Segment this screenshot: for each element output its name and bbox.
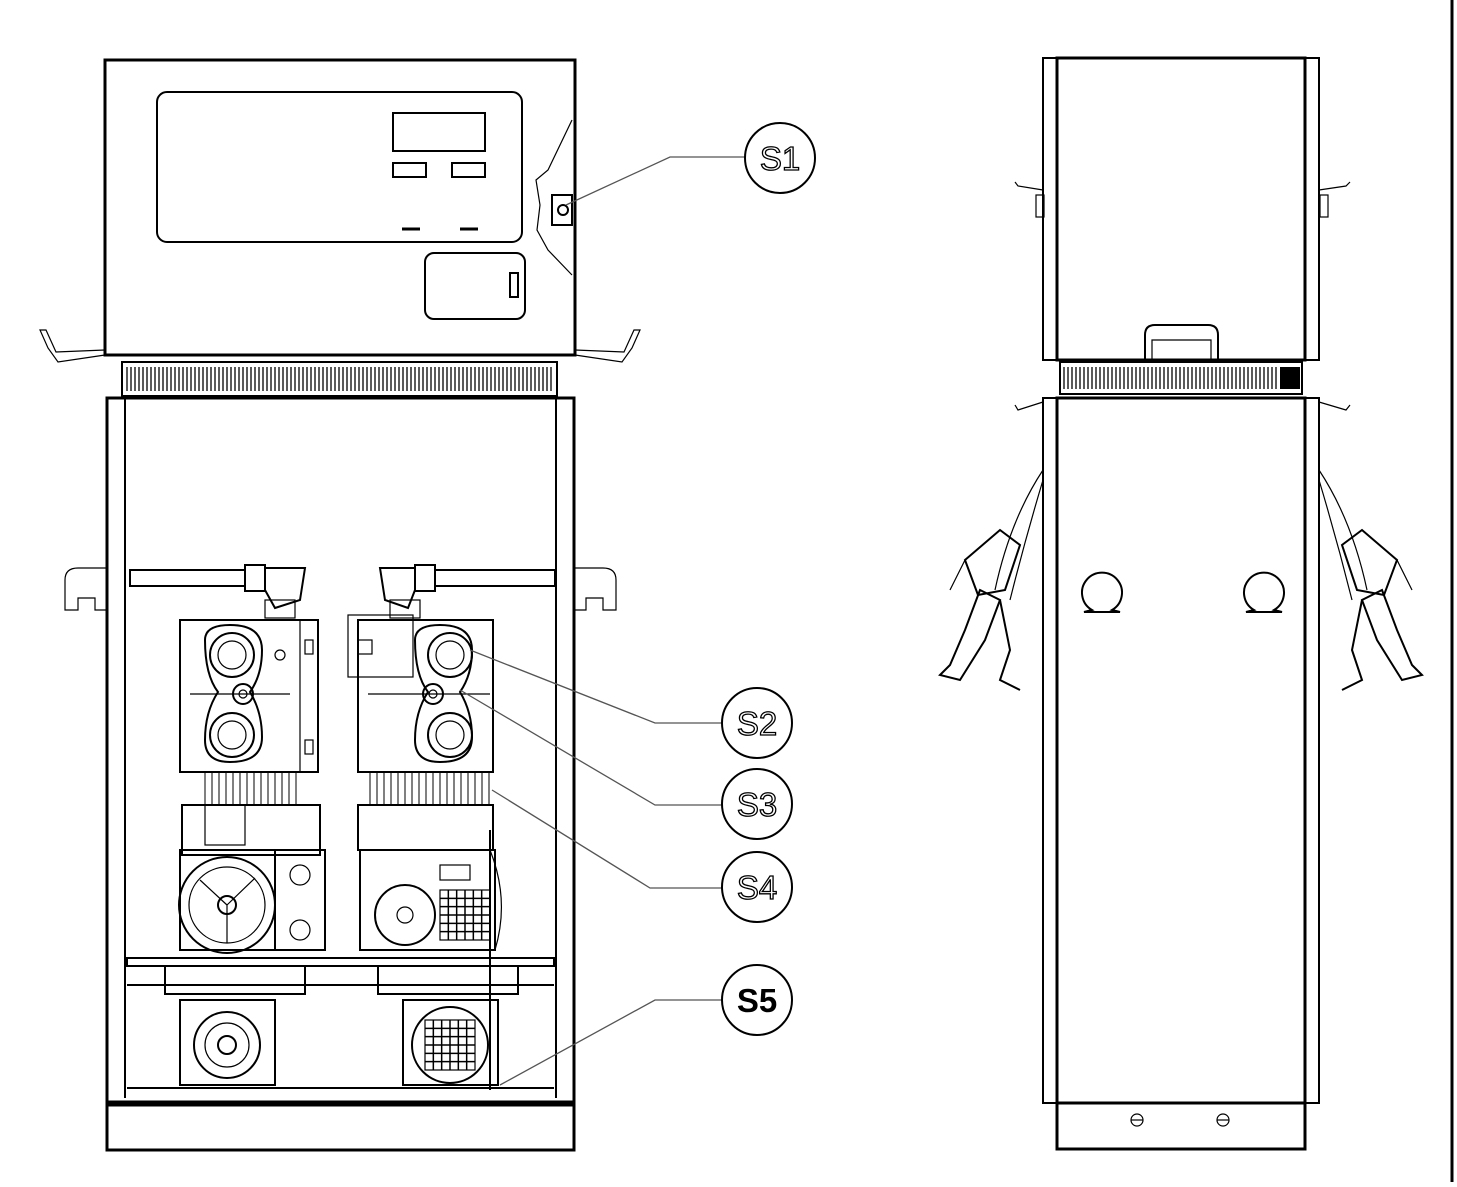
lock-housing bbox=[551, 194, 573, 226]
callouts: S1 S2 S3 S4 S5 bbox=[459, 122, 816, 1086]
side-vent-grille bbox=[1059, 361, 1303, 395]
callout-s5: S5 bbox=[499, 964, 793, 1086]
display-head bbox=[39, 58, 641, 363]
callout-s3: S3 bbox=[459, 689, 793, 840]
card-slot bbox=[509, 272, 519, 298]
side-head bbox=[1014, 56, 1351, 362]
cutaway-edge bbox=[535, 119, 573, 276]
side-view bbox=[938, 56, 1424, 1151]
display-button-left bbox=[392, 162, 427, 178]
callout-s3-label: S3 bbox=[737, 786, 777, 823]
callout-s4-label: S4 bbox=[737, 869, 777, 906]
meter-right bbox=[347, 614, 494, 773]
shelf-top bbox=[126, 957, 555, 967]
motor-right bbox=[402, 999, 499, 1086]
pipe-left bbox=[129, 569, 246, 587]
nozzle-left bbox=[938, 469, 1044, 691]
lock-icon bbox=[557, 204, 569, 216]
card-reader-panel bbox=[424, 252, 526, 320]
tube-bundles bbox=[204, 772, 490, 805]
callout-s5-label: S5 bbox=[737, 982, 777, 1019]
vent-grille bbox=[121, 361, 558, 397]
display-readout bbox=[392, 112, 486, 152]
callout-s2-label: S2 bbox=[737, 705, 777, 742]
side-base bbox=[1055, 1101, 1307, 1151]
display-button-right bbox=[451, 162, 486, 178]
valve-right bbox=[378, 567, 416, 610]
keyhole-left bbox=[1081, 571, 1123, 613]
front-view bbox=[39, 58, 641, 1152]
valve-left bbox=[264, 567, 307, 610]
callout-s2: S2 bbox=[469, 649, 793, 759]
nozzle-right bbox=[1318, 469, 1424, 691]
hose-outlet-left bbox=[64, 567, 107, 611]
callout-s1-label: S1 bbox=[760, 140, 800, 177]
motor-left bbox=[179, 999, 276, 1086]
nozzle-holder-right bbox=[574, 329, 641, 363]
callout-s1: S1 bbox=[565, 122, 816, 206]
pump-left bbox=[178, 804, 326, 954]
meter-left bbox=[179, 619, 319, 773]
display-window bbox=[156, 91, 523, 243]
hose-outlet-right bbox=[574, 567, 617, 611]
lower-cabinet bbox=[64, 396, 617, 1152]
carry-handle bbox=[1144, 324, 1219, 360]
pipe-right bbox=[434, 569, 556, 587]
pump-right bbox=[357, 804, 503, 951]
nozzle-holder-left bbox=[39, 329, 106, 363]
side-cabinet bbox=[938, 396, 1424, 1151]
callout-s4: S4 bbox=[491, 789, 793, 923]
cabinet-base bbox=[105, 1100, 576, 1152]
keyhole-right bbox=[1243, 571, 1285, 613]
